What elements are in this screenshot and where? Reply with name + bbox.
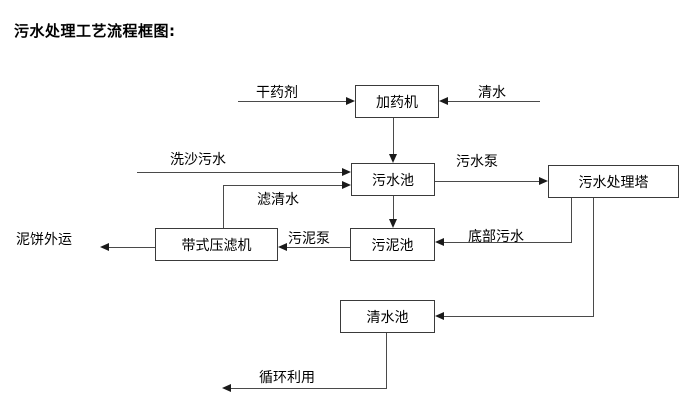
edge-label-filtered-water: 滤清水 — [257, 192, 299, 208]
node-label: 污泥池 — [371, 237, 414, 254]
edge-tower-to-clean-riser — [593, 198, 594, 316]
edge-label-dry-agent: 干药剂 — [256, 85, 298, 101]
node-dosing-machine[interactable]: 加药机 — [355, 85, 439, 118]
edge-sewage-pump-line — [435, 181, 539, 182]
edge-dosing-to-sewage-line — [393, 118, 394, 154]
edge-recycle-arrowhead — [222, 383, 231, 392]
node-label: 污水处理塔 — [578, 174, 649, 191]
edge-label-recycle-use: 循环利用 — [259, 370, 315, 386]
edge-filtered-water-riser — [223, 185, 224, 229]
edge-tower-to-clean-arrowhead — [435, 311, 444, 320]
edge-bottom-sewage-line — [444, 242, 572, 243]
edge-sewage-to-sludge-line — [393, 196, 394, 219]
edge-sewage-pump-arrowhead — [539, 176, 548, 185]
edge-recycle-riser — [386, 333, 387, 388]
node-label: 污水池 — [372, 172, 414, 189]
edge-filtered-water-arrowhead — [342, 180, 351, 189]
edge-dosing-to-sewage-arrowhead — [388, 154, 397, 163]
edge-sand-wash-line — [137, 172, 342, 173]
edge-tower-to-clean-line — [444, 316, 594, 317]
edge-label-sewage-pump: 污水泵 — [456, 154, 498, 170]
node-label: 清水池 — [366, 309, 409, 326]
edge-dry-agent-arrowhead — [346, 96, 355, 105]
edge-label-sand-wash-sewage: 洗沙污水 — [170, 152, 226, 168]
edge-bottom-sewage-riser — [571, 198, 572, 242]
node-sludge-pool[interactable]: 污泥池 — [350, 228, 435, 261]
edge-clean-water-line — [448, 101, 540, 102]
node-belt-press[interactable]: 带式压滤机 — [155, 228, 278, 261]
edge-sludge-pump-arrowhead — [278, 242, 287, 251]
node-label: 加药机 — [376, 94, 418, 111]
page-title: 污水处理工艺流程框图: — [14, 22, 176, 40]
node-sewage-pool[interactable]: 污水池 — [351, 163, 435, 196]
edge-bottom-sewage-arrowhead — [435, 237, 444, 246]
edge-mud-cake-arrowhead — [100, 242, 109, 251]
edge-sand-wash-arrowhead — [342, 167, 351, 176]
edge-mud-cake-line — [109, 247, 155, 248]
edge-clean-water-arrowhead — [439, 96, 448, 105]
edge-label-mud-cake-out: 泥饼外运 — [16, 232, 72, 248]
node-treatment-tower[interactable]: 污水处理塔 — [548, 165, 679, 198]
edge-filtered-water-line — [223, 185, 342, 186]
edge-recycle-line — [231, 388, 387, 389]
node-clean-pool[interactable]: 清水池 — [340, 300, 435, 333]
edge-sewage-to-sludge-arrowhead — [388, 219, 397, 228]
node-label: 带式压滤机 — [181, 237, 252, 254]
edge-label-clean-water: 清水 — [478, 85, 506, 101]
edge-sludge-pump-line — [287, 247, 350, 248]
edge-dry-agent-line — [238, 101, 346, 102]
edge-label-bottom-sewage: 底部污水 — [468, 229, 524, 245]
edge-label-sludge-pump: 污泥泵 — [288, 231, 330, 247]
